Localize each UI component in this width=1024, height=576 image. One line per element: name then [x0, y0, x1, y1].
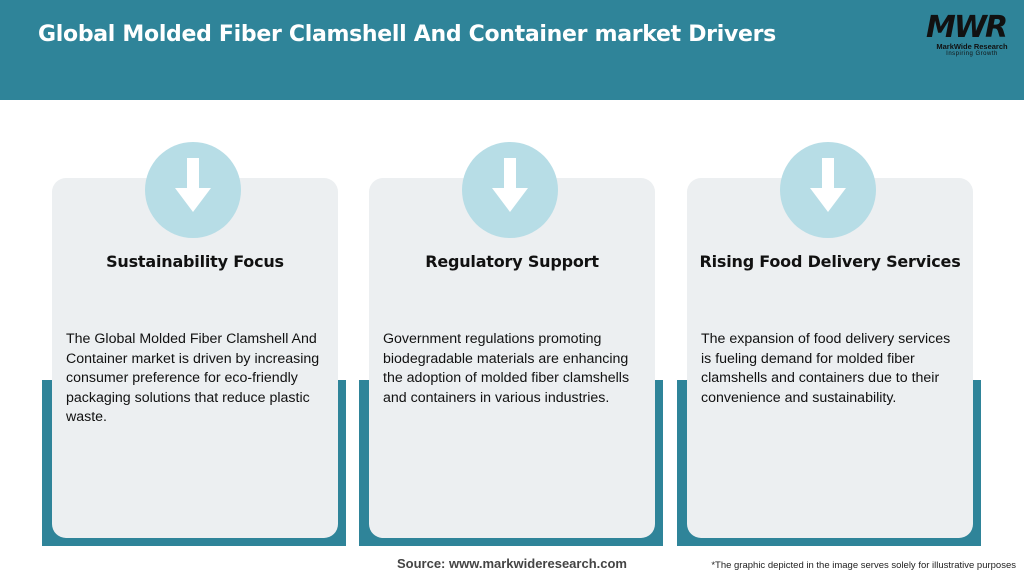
- card-body: The expansion of food delivery services …: [701, 331, 951, 406]
- card-panel: Sustainability Focus The Global Molded F…: [52, 142, 338, 538]
- brand-logo: MWR MarkWide Research Inspiring Growth: [920, 10, 1020, 58]
- card-title: Regulatory Support: [425, 252, 599, 271]
- driver-card-food-delivery: Rising Food Delivery Services The expans…: [677, 142, 991, 548]
- logo-tagline: Inspiring Growth: [946, 51, 998, 57]
- card-body: Government regulations promoting biodegr…: [383, 331, 630, 406]
- card-body: The Global Molded Fiber Clamshell And Co…: [66, 331, 320, 425]
- icon-circle: [145, 142, 241, 238]
- down-arrow-icon: [175, 158, 211, 212]
- driver-card-sustainability: Sustainability Focus The Global Molded F…: [42, 142, 356, 548]
- header-banner: Global Molded Fiber Clamshell And Contai…: [0, 0, 1024, 100]
- icon-circle: [780, 142, 876, 238]
- card-panel: Regulatory Support Government regulation…: [369, 142, 655, 538]
- card-title: Rising Food Delivery Services: [699, 252, 961, 271]
- card-panel: Rising Food Delivery Services The expans…: [687, 142, 973, 538]
- logo-mark: MWR: [926, 10, 1008, 45]
- driver-card-regulatory: Regulatory Support Government regulation…: [359, 142, 673, 548]
- card-title: Sustainability Focus: [106, 252, 284, 271]
- down-arrow-icon: [810, 158, 846, 212]
- icon-circle: [462, 142, 558, 238]
- logo-name: MarkWide Research: [936, 42, 1008, 51]
- down-arrow-icon: [492, 158, 528, 212]
- page-title: Global Molded Fiber Clamshell And Contai…: [38, 22, 776, 47]
- disclaimer-note: *The graphic depicted in the image serve…: [711, 560, 1016, 571]
- source-link[interactable]: Source: www.markwideresearch.com: [396, 556, 627, 571]
